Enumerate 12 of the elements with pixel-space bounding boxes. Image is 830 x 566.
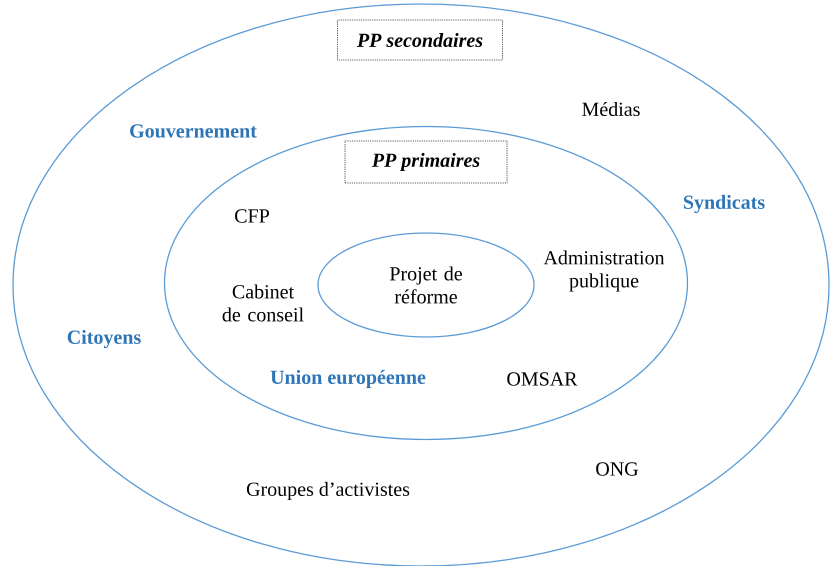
stakeholder-label: Union européenne bbox=[270, 370, 426, 388]
stakeholder-label: Citoyens bbox=[68, 330, 141, 348]
stakeholder-label: ONG bbox=[596, 462, 638, 476]
stakeholder-label: Médias bbox=[582, 102, 640, 116]
stakeholder-label: OMSAR bbox=[507, 372, 578, 386]
stakeholder-label: Gouvernement bbox=[130, 124, 257, 138]
stakeholder-label: Groupes d’activistes bbox=[246, 482, 410, 500]
heading-box: PP primaires bbox=[344, 140, 508, 184]
stakeholder-label: CFP bbox=[235, 209, 269, 223]
ellipse-ring bbox=[12, 3, 830, 566]
stakeholder-label: Syndicats bbox=[684, 194, 765, 214]
heading-box: PP secondaires bbox=[337, 20, 503, 60]
